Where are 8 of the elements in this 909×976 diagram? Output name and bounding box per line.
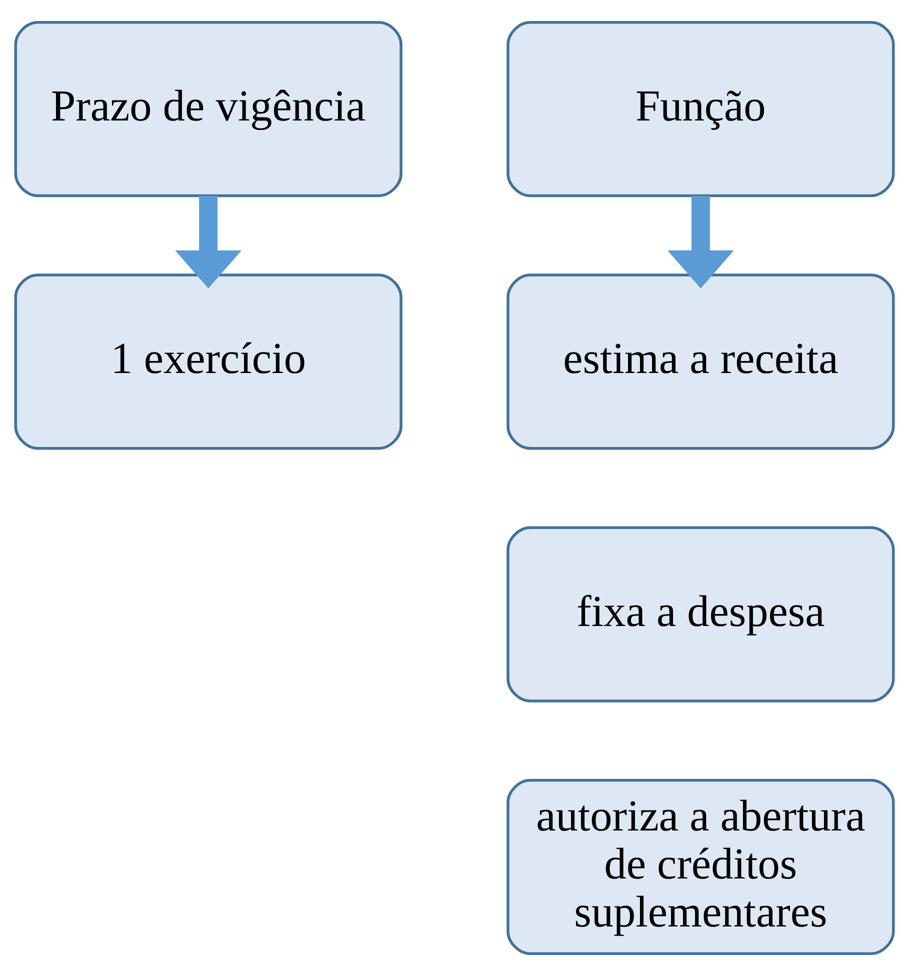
node-box: estima a receita [506, 274, 895, 450]
node-box: autoriza a abertura de créditos suplementares [506, 778, 895, 955]
node-box: Função [506, 21, 895, 198]
node-box: fixa a despesa [506, 526, 895, 702]
node-box: Prazo de vigência [14, 21, 402, 198]
arrow [667, 196, 734, 288]
arrow [175, 196, 242, 288]
node-box: 1 exercício [14, 274, 402, 450]
